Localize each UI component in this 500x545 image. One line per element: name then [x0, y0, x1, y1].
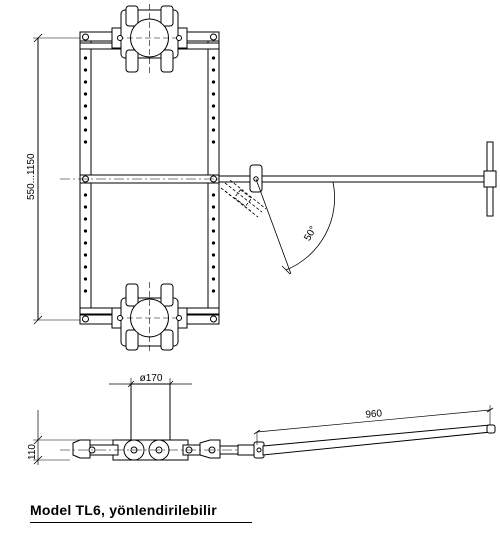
dimension-wheel-diameter: ø170: [140, 373, 163, 384]
steering-angle-arc: [285, 181, 335, 271]
dimension-frame-height: 550...1150: [26, 153, 37, 200]
vertical-dimension: [33, 33, 80, 325]
tow-handle-top: [218, 141, 497, 217]
corner-bolts: [82, 33, 217, 323]
top-roller-module: [111, 4, 188, 74]
right-rail-holes: [211, 56, 216, 293]
dimension-base-height: 110: [27, 444, 38, 460]
dimension-handle-length: 960: [365, 408, 383, 421]
left-rail-holes: [83, 56, 88, 293]
dimension-steering-angle: 50°: [302, 224, 319, 243]
steering-angle-ray: [255, 178, 292, 275]
handle-swing-ghost: [220, 179, 267, 218]
tow-handle-side: [237, 424, 496, 459]
top-view: [33, 4, 497, 352]
caption-underline: [30, 522, 252, 523]
bottom-roller-module: [111, 282, 188, 352]
side-view: [33, 378, 496, 465]
side-top-plate: [130, 383, 171, 441]
drawing-caption: Model TL6, yönlendirilebilir: [30, 502, 217, 518]
